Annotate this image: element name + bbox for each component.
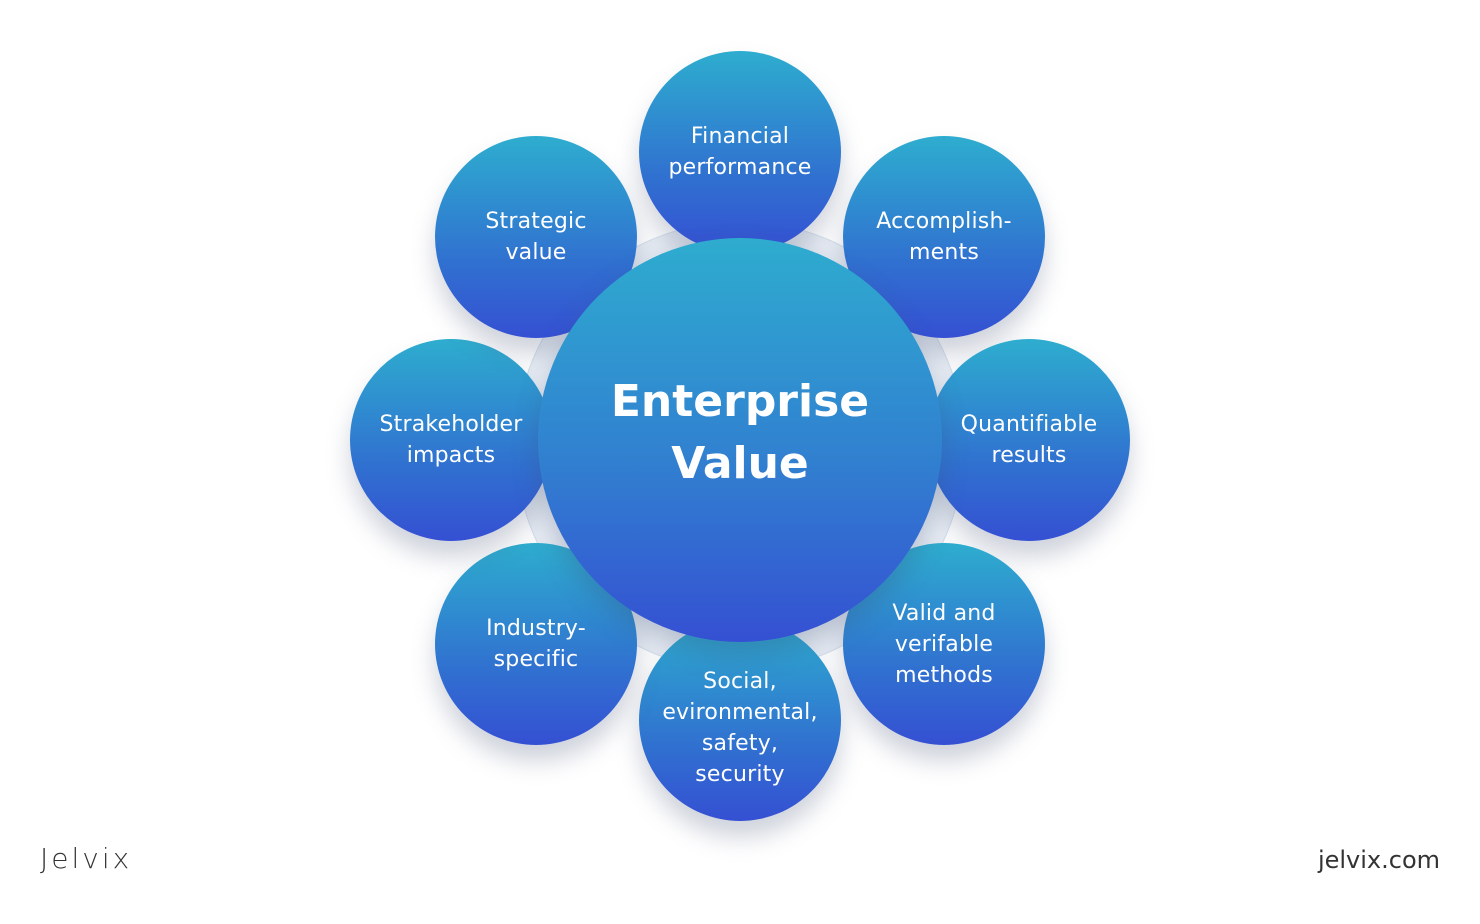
- node-stakeholder-impacts: Strakeholder impacts: [350, 339, 552, 541]
- jelvix-logo: Jelvix: [40, 842, 133, 875]
- node-financial-performance: Financial performance: [639, 51, 841, 253]
- site-url: jelvix.com: [1317, 846, 1440, 874]
- center-enterprise-value: Enterprise Value: [538, 238, 942, 642]
- node-quantifiable-results: Quantifiable results: [928, 339, 1130, 541]
- node-social-environmental-safety-security: Social, evironmental, safety, security: [639, 619, 841, 821]
